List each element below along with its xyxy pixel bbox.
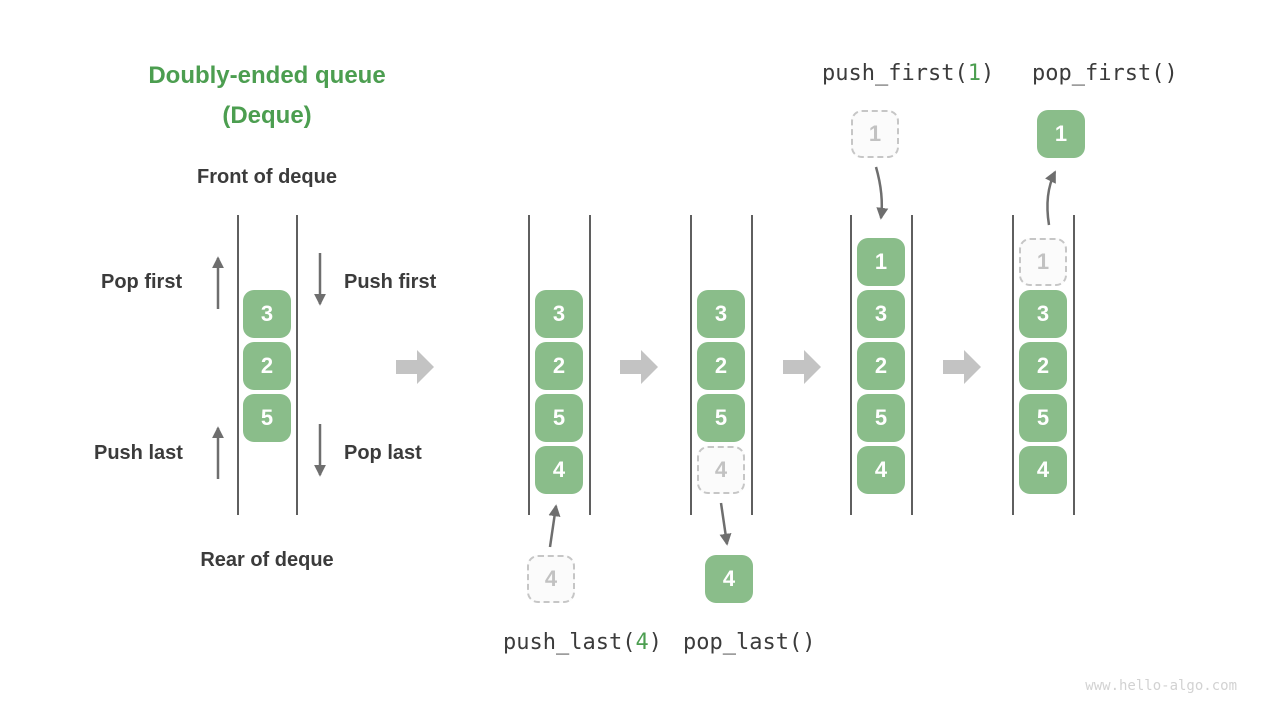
queue-wall — [850, 215, 852, 515]
pop-last-remove-arrow-icon — [719, 502, 732, 546]
code-fn: push_first( — [822, 61, 968, 86]
front-of-deque-label: Front of deque — [197, 166, 337, 188]
pop-last-label: Pop last — [344, 442, 422, 464]
queue-item: 3 — [697, 290, 745, 338]
push-last-label: Push last — [94, 442, 183, 464]
title-line-1: Doubly-ended queue — [148, 62, 386, 89]
queue-item: 3 — [535, 290, 583, 338]
queue-wall — [1012, 215, 1014, 515]
code-arg: 1 — [967, 61, 981, 86]
pop-last-code-label: pop_last() — [683, 630, 816, 655]
queue-item: 5 — [243, 394, 291, 442]
diagram-title: Doubly-ended queue (Deque) — [117, 56, 417, 136]
incoming-item-placeholder: 4 — [527, 555, 575, 603]
title-line-2: (Deque) — [222, 102, 312, 129]
queue-item: 3 — [1019, 290, 1067, 338]
queue-item: 2 — [243, 342, 291, 390]
rear-of-deque-label: Rear of deque — [200, 549, 334, 571]
queue-wall — [237, 215, 239, 515]
flow-right-arrow-icon — [396, 350, 434, 384]
code-arg: 4 — [635, 630, 649, 655]
queue-item: 2 — [535, 342, 583, 390]
queue-item: 1 — [857, 238, 905, 286]
queue-item: 2 — [697, 342, 745, 390]
flow-right-arrow-icon — [620, 350, 658, 384]
push-last-code-label: push_last(4) — [503, 630, 662, 655]
push-first-code-label: push_first(1) — [822, 61, 994, 86]
queue-item: 5 — [857, 394, 905, 442]
queue-item: 3 — [857, 290, 905, 338]
queue-item: 5 — [697, 394, 745, 442]
removed-item-placeholder: 1 — [1019, 238, 1067, 286]
code-close: ) — [648, 630, 662, 655]
watermark: www.hello-algo.com — [1085, 678, 1237, 694]
pop-first-label: Pop first — [101, 271, 183, 293]
popped-item: 1 — [1037, 110, 1085, 158]
queue-wall — [911, 215, 913, 515]
removed-item-placeholder: 4 — [697, 446, 745, 494]
flow-right-arrow-icon — [943, 350, 981, 384]
queue-item: 5 — [535, 394, 583, 442]
push-first-insert-arrow-icon — [874, 166, 889, 220]
queue-item: 4 — [535, 446, 583, 494]
flow-right-arrow-icon — [783, 350, 821, 384]
queue-wall — [1073, 215, 1075, 515]
queue-item: 4 — [857, 446, 905, 494]
pop-first-remove-arrow-icon — [1045, 170, 1057, 226]
queue-wall — [690, 215, 692, 515]
queue-wall — [528, 215, 530, 515]
queue-wall — [296, 215, 298, 515]
queue-item: 5 — [1019, 394, 1067, 442]
incoming-item-placeholder: 1 — [851, 110, 899, 158]
queue-item: 3 — [243, 290, 291, 338]
pop-first-code-label: pop_first() — [1032, 61, 1178, 86]
popped-item: 4 — [705, 555, 753, 603]
code-close: ) — [980, 61, 995, 86]
queue-wall — [589, 215, 591, 515]
queue-item: 2 — [1019, 342, 1067, 390]
code-fn: push_last( — [503, 630, 636, 655]
queue-item: 4 — [1019, 446, 1067, 494]
push-last-insert-arrow-icon — [548, 504, 561, 548]
push-first-label: Push first — [344, 271, 437, 293]
queue-item: 2 — [857, 342, 905, 390]
queue-wall — [751, 215, 753, 515]
